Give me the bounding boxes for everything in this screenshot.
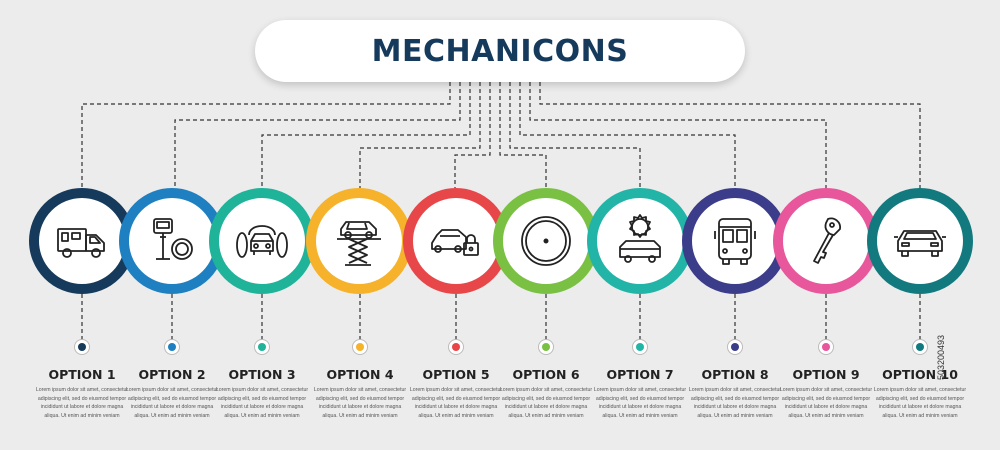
- option-2-marker: [164, 339, 180, 355]
- option-6-ring: [493, 188, 599, 294]
- option-3-ring: [209, 188, 315, 294]
- page-title: MECHANICONS: [371, 33, 629, 69]
- title-banner: MECHANICONS: [255, 20, 745, 82]
- option-10-ring: [867, 188, 973, 294]
- option-8-label: OPTION 8: [701, 367, 769, 382]
- option-8-marker: [727, 339, 743, 355]
- car-lift-icon: [337, 221, 381, 266]
- option-4-marker: [352, 339, 368, 355]
- tire-icon: [521, 216, 571, 266]
- option-7-label: OPTION 7: [606, 367, 674, 382]
- option-9-description: Lorem ipsum dolor sit amet, consectetur …: [779, 387, 873, 419]
- option-1-description: Lorem ipsum dolor sit amet, consectetur …: [35, 387, 129, 419]
- option-3-marker: [254, 339, 270, 355]
- option-2-description: Lorem ipsum dolor sit amet, consectetur …: [125, 387, 219, 419]
- option-1-label: OPTION 1: [48, 367, 116, 382]
- option-7-marker: [632, 339, 648, 355]
- option-2-label: OPTION 2: [138, 367, 206, 382]
- option-4-ring: [306, 188, 412, 294]
- option-5-label: OPTION 5: [422, 367, 490, 382]
- option-4-label: OPTION 4: [326, 367, 394, 382]
- option-9-ring: [773, 188, 879, 294]
- option-10-description: Lorem ipsum dolor sit amet, consectetur …: [873, 387, 967, 419]
- option-6-label: OPTION 6: [512, 367, 580, 382]
- car-service-badge-icon: [619, 214, 661, 263]
- option-6-marker: [538, 339, 554, 355]
- option-8-description: Lorem ipsum dolor sit amet, consectetur …: [688, 387, 782, 419]
- car-key-icon: [813, 217, 842, 264]
- car-tires-icon: [236, 225, 288, 258]
- option-6-description: Lorem ipsum dolor sit amet, consectetur …: [499, 387, 593, 419]
- option-9-label: OPTION 9: [792, 367, 860, 382]
- car-lock-icon: [431, 229, 479, 256]
- option-7-description: Lorem ipsum dolor sit amet, consectetur …: [593, 387, 687, 419]
- option-1-marker: [74, 339, 90, 355]
- option-9-marker: [818, 339, 834, 355]
- wheel-balancer-icon: [153, 218, 193, 260]
- delivery-truck-icon: [57, 228, 105, 258]
- car-front-icon: [894, 230, 946, 257]
- side-id-text: 503200493: [936, 334, 946, 380]
- option-4-description: Lorem ipsum dolor sit amet, consectetur …: [313, 387, 407, 419]
- option-10-label: OPTION 10: [882, 367, 958, 382]
- option-3-description: Lorem ipsum dolor sit amet, consectetur …: [215, 387, 309, 419]
- option-5-marker: [448, 339, 464, 355]
- option-7-ring: [587, 188, 693, 294]
- option-3-label: OPTION 3: [228, 367, 296, 382]
- bus-icon: [714, 218, 756, 265]
- option-5-description: Lorem ipsum dolor sit amet, consectetur …: [409, 387, 503, 419]
- option-10-marker: [912, 339, 928, 355]
